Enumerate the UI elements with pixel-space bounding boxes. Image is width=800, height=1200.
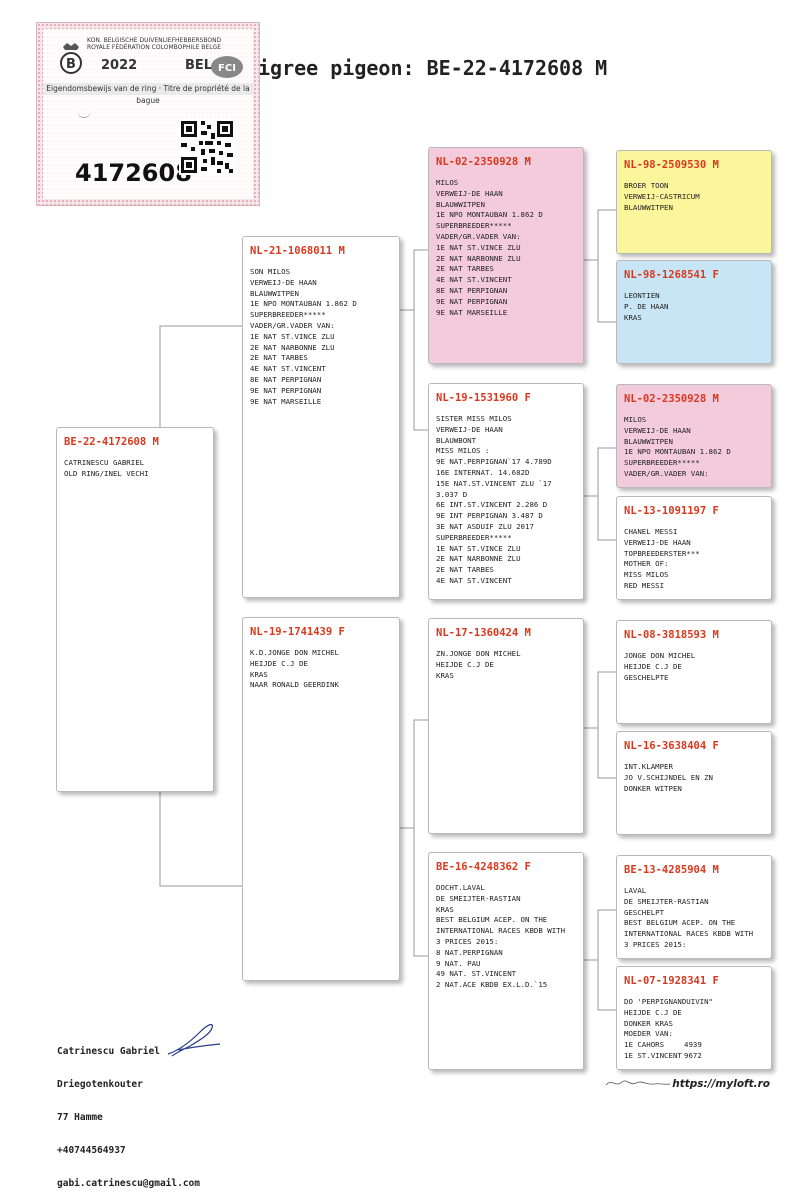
ring-number-label: BE-16-4248362 F <box>436 861 531 873</box>
ring-number-label: NL-98-1268541 F <box>624 269 719 281</box>
svg-text:FCI: FCI <box>218 63 236 74</box>
pedigree-connectors <box>159 209 616 1011</box>
punch-hole <box>77 107 91 118</box>
ring-number-label: NL-13-1091197 F <box>624 505 719 517</box>
ring-year: 2022 <box>101 58 138 73</box>
ring-number-label: NL-98-2509530 M <box>624 159 719 171</box>
ring-number-label: NL-19-1741439 F <box>250 626 345 638</box>
ring-number-label: NL-07-1928341 F <box>624 975 719 987</box>
owner-address-2: 77 Hamme <box>57 1112 103 1123</box>
scribble-icon <box>605 1080 671 1086</box>
website-link[interactable]: https://myloft.ro <box>672 1078 770 1090</box>
page-title: igree pigeon: BE-22-4172608 M <box>258 56 608 80</box>
owner-address-1: Driegotenkouter <box>57 1079 143 1090</box>
ring-number-label: NL-08-3818593 M <box>624 629 719 641</box>
ring-number-label: NL-17-1360424 M <box>436 627 531 639</box>
ownership-label: Eigendomsbewijs van de ring · Titre de p… <box>43 83 253 105</box>
qr-code-icon <box>179 119 235 175</box>
ring-number: 4172608 <box>75 159 192 187</box>
ring-number-label: NL-21-1068011 M <box>250 245 345 257</box>
ring-ownership-card: B KON. BELGISCHE DUIVENLIEFHEBBERSBOND R… <box>36 22 260 206</box>
ring-number-label: NL-02-2350928 M <box>624 393 719 405</box>
ring-number-label: BE-22-4172608 M <box>64 436 159 448</box>
owner-phone: +40744564937 <box>57 1145 126 1156</box>
svg-text:B: B <box>66 57 76 72</box>
owner-email: gabi.catrinescu@gmail.com <box>57 1178 200 1189</box>
ring-number-label: BE-13-4285904 M <box>624 864 719 876</box>
ring-number-label: NL-19-1531960 F <box>436 392 531 404</box>
signature-icon <box>167 1023 221 1057</box>
owner-name: Catrinescu Gabriel <box>57 1046 160 1057</box>
fci-logo-icon: FCI <box>211 56 243 78</box>
federation-name: KON. BELGISCHE DUIVENLIEFHEBBERSBOND ROY… <box>87 37 222 51</box>
pedigree-card-ddd: NL-07-1928341 F DO 'PERPIGNANDUIVIN"HEIJ… <box>616 966 772 1070</box>
ring-number-label: NL-16-3638404 F <box>624 740 719 752</box>
federation-logo-icon: B <box>60 43 82 74</box>
ring-number-label: NL-02-2350928 M <box>436 156 531 168</box>
